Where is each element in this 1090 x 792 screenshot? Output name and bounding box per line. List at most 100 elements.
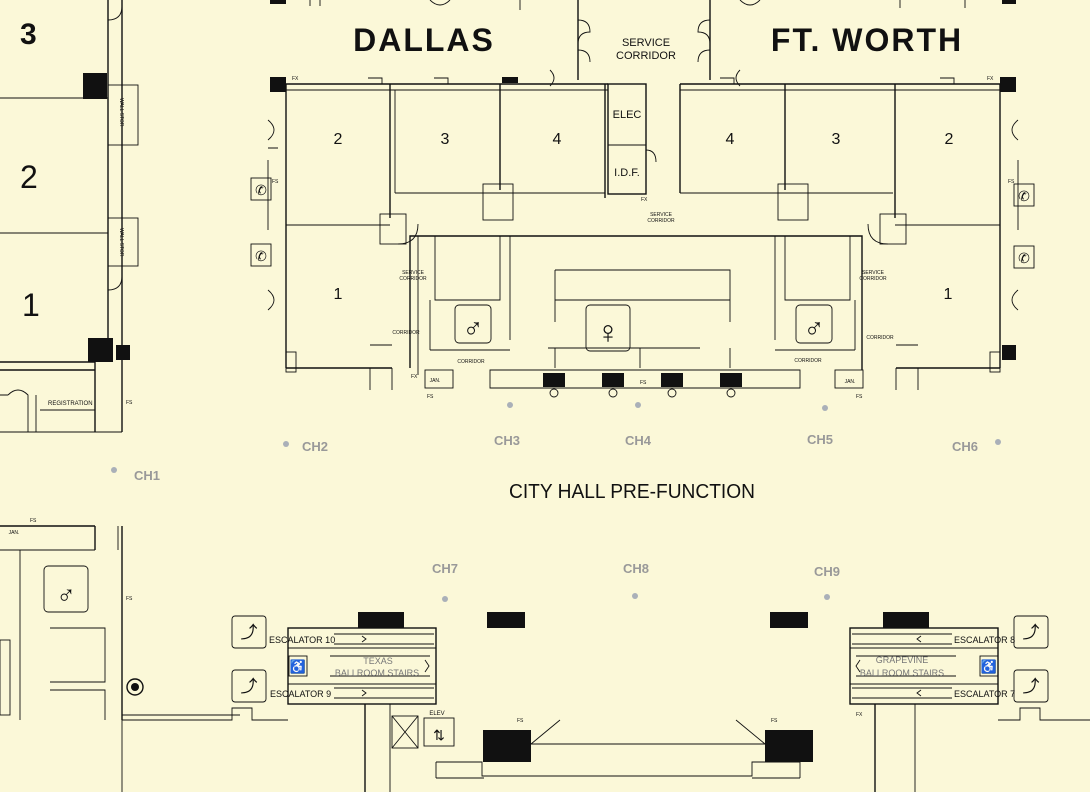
ftworth-ballroom	[679, 69, 1019, 390]
elec-label: ELEC	[613, 109, 642, 121]
texas-stairs-line2: BALLROOM STAIRS	[335, 668, 419, 678]
service-corridor-right-line2: CORRIDOR	[859, 276, 887, 282]
charging-point-ch3: CH3	[494, 433, 520, 448]
corridor-label-right: CORRIDOR	[866, 335, 894, 341]
elev-label: ELEV	[429, 711, 444, 717]
wall-stor-label-1: WALL STOR	[118, 98, 124, 127]
charging-point-marker	[995, 439, 1001, 445]
fs-label: FS	[427, 394, 434, 400]
dallas-1: 1	[334, 286, 343, 303]
elec-idf-rooms	[607, 83, 657, 195]
fs-label: FS	[640, 380, 647, 386]
charging-point-ch5: CH5	[807, 432, 833, 447]
fx-label: FX	[856, 712, 863, 718]
registration-label: REGISTRATION	[48, 401, 93, 407]
charging-point-ch9: CH9	[814, 564, 840, 579]
service-corridor-mid-line2: CORRIDOR	[647, 218, 675, 224]
dallas-4: 4	[553, 131, 562, 148]
room-dallas: DALLAS	[353, 22, 495, 58]
phone-icons	[250, 177, 1035, 269]
idf-label: I.D.F.	[614, 167, 640, 179]
escalator-icon: ⤴	[241, 677, 258, 696]
ftworth-3: 3	[832, 131, 841, 148]
service-corridor-right-line1: SERVICE	[862, 270, 885, 276]
top-walls	[270, 0, 1016, 80]
charging-point-ch2: CH2	[302, 439, 328, 454]
dallas-3: 3	[441, 131, 450, 148]
accessible-icon: ♿	[981, 659, 997, 674]
mens-restroom-icon: ♂	[56, 580, 76, 610]
phone-icon: ✆	[255, 182, 267, 198]
fs-label: FS	[126, 596, 133, 602]
corridor-label-mens-right: CORRIDOR	[794, 358, 822, 364]
charging-point-ch1: CH1	[134, 468, 160, 483]
fs-label: FS	[856, 394, 863, 400]
fx-label: FX	[641, 197, 648, 203]
bottom-left-wing	[0, 525, 240, 792]
corridor-label-mens-left: CORRIDOR	[457, 359, 485, 365]
ftworth-1: 1	[944, 286, 953, 303]
escalator-8-label: ESCALATOR 8	[954, 635, 1015, 645]
service-corridor-mid-line1: SERVICE	[650, 212, 673, 218]
escalator-10-label: ESCALATOR 10	[269, 635, 335, 645]
left-section-3: 3	[20, 18, 37, 51]
jan-label-bottom-left: JAN.	[9, 530, 20, 536]
service-corridor-left-line1: SERVICE	[402, 270, 425, 276]
room-ft-worth: FT. WORTH	[771, 22, 963, 58]
corridor-label-left: CORRIDOR	[392, 330, 420, 336]
left-section-1: 1	[22, 287, 40, 323]
left-section-2: 2	[20, 159, 38, 195]
escalator-icon: ⤴	[1023, 677, 1040, 696]
mens-restroom-icon: ♂	[463, 313, 484, 344]
elevator-icon: ⇅	[433, 727, 445, 743]
ftworth-4: 4	[726, 131, 735, 148]
charging-point-ch4: CH4	[625, 433, 652, 448]
fs-label: FS	[272, 179, 279, 185]
charging-point-marker	[822, 405, 828, 411]
escalator-9-label: ESCALATOR 9	[270, 689, 331, 699]
jan-label-left: JAN.	[430, 378, 441, 384]
service-corridor-left-line2: CORRIDOR	[399, 276, 427, 282]
ftworth-2: 2	[945, 131, 954, 148]
grapevine-escalator-bank	[770, 612, 1049, 705]
fx-label: FX	[987, 76, 994, 82]
escalator-7-label: ESCALATOR 7	[954, 689, 1015, 699]
fs-label: FS	[771, 718, 778, 724]
service-corridor-top-line1: SERVICE	[622, 37, 670, 49]
bottom-structure	[122, 704, 1090, 792]
charging-point-marker	[632, 593, 638, 599]
charging-point-marker	[442, 596, 448, 602]
texas-escalator-bank	[231, 612, 525, 705]
left-wing	[0, 0, 139, 433]
texas-stairs-line1: TEXAS	[363, 656, 393, 666]
charging-point-marker	[283, 441, 289, 447]
escalator-icon: ⤴	[1023, 623, 1040, 642]
fs-label: FS	[517, 718, 524, 724]
fx-label: FX	[411, 374, 418, 380]
service-corridor-top-line2: CORRIDOR	[616, 50, 676, 62]
mens-restroom-icon: ♂	[804, 313, 825, 344]
womens-restroom-icon: ♀	[596, 314, 620, 350]
dallas-ballroom	[267, 69, 608, 390]
fs-label: FS	[126, 400, 133, 406]
restroom-core	[409, 235, 864, 398]
charging-point-ch6: CH6	[952, 439, 978, 454]
charging-point-marker	[824, 594, 830, 600]
charging-point-ch8: CH8	[623, 561, 649, 576]
charging-points	[111, 402, 1001, 602]
grapevine-stairs-line2: BALLROOM STAIRS	[860, 668, 944, 678]
charging-point-ch7: CH7	[432, 561, 458, 576]
dallas-2: 2	[334, 131, 343, 148]
phone-icon: ✆	[1018, 188, 1030, 204]
accessible-icon: ♿	[290, 659, 306, 674]
escalator-icon: ⤴	[241, 623, 258, 642]
phone-icon: ✆	[1018, 250, 1030, 266]
charging-point-marker	[507, 402, 513, 408]
fs-label: FS	[30, 518, 37, 524]
jan-label-right: JAN.	[845, 379, 856, 385]
phone-icon: ✆	[255, 248, 267, 264]
fs-label: FS	[1008, 179, 1015, 185]
charging-point-marker	[635, 402, 641, 408]
fx-label: FX	[292, 76, 299, 82]
